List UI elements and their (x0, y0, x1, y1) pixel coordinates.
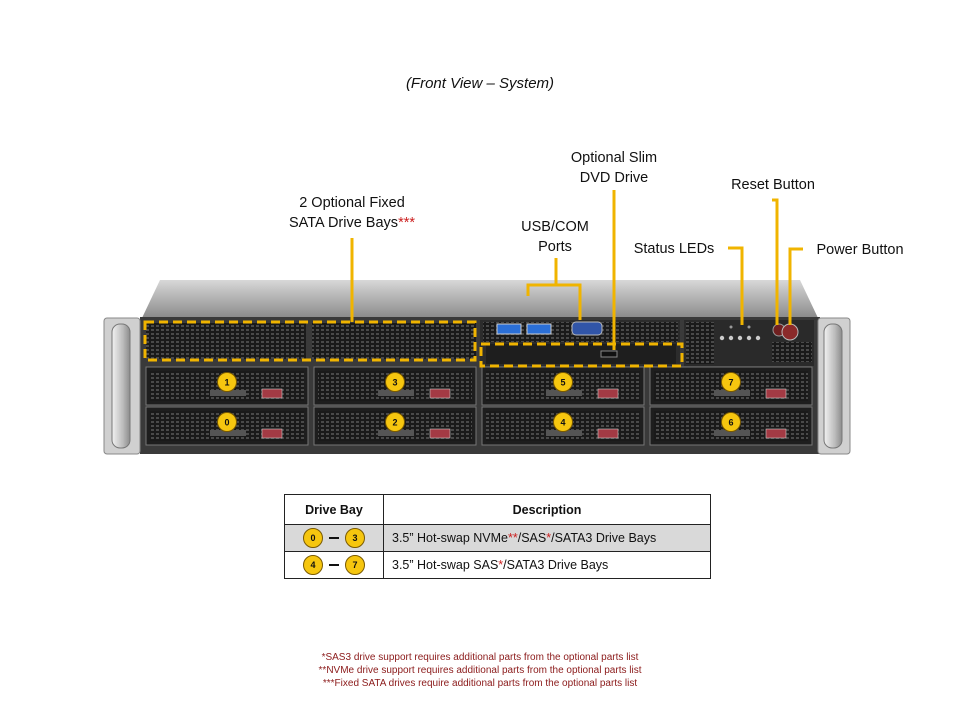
usb-port-2 (526, 323, 552, 335)
dvd-drive-slot (486, 344, 676, 364)
column-header-drive-bay: Drive Bay (284, 494, 384, 525)
drive-tray: 2 (313, 406, 477, 446)
drive-bay-number-badge (553, 372, 573, 392)
fixed-bay-left (146, 323, 306, 359)
drive-bay-number-badge (553, 412, 573, 432)
drive-bay-number-badge (721, 372, 741, 392)
bay-badge: 4 (303, 555, 323, 575)
desc-text: /SAS (517, 531, 547, 545)
bay-badge: 3 (345, 528, 365, 548)
drive-tray: 0 (145, 406, 309, 446)
column-header-description: Description (383, 494, 711, 525)
callout-dvd-line1: Optional Slim (570, 150, 658, 166)
drive-bay-number: 3 (392, 378, 397, 388)
bay-badge: 0 (303, 528, 323, 548)
left-rack-handle (103, 317, 141, 455)
drive-bay-number: 6 (728, 418, 733, 428)
right-rack-handle (817, 317, 851, 455)
callout-usb-com-ports: USB/COM Ports (500, 217, 610, 257)
range-dash (329, 564, 339, 566)
server-front-view: 1 3 5 7 0 2 4 6 (103, 190, 851, 455)
drive-bay-number-badge (721, 412, 741, 432)
fixed-bays-highlight (143, 320, 477, 362)
control-panel (684, 320, 814, 366)
callout-usb-com-line1: USB/COM (521, 219, 589, 235)
usb-port-1 (496, 323, 522, 335)
drive-tray: 5 (481, 366, 645, 406)
callout-leader-lines (350, 190, 803, 350)
table-header-row: Drive Bay Description (284, 494, 711, 525)
status-led (737, 335, 743, 341)
footnote-fixed-sata: ***Fixed SATA drives require additional … (322, 678, 638, 689)
drive-bay-description: 3.5” Hot-swap NVMe**/SAS*/SATA3 Drive Ba… (383, 524, 711, 552)
page-title: (Front View – System) (405, 75, 555, 92)
status-led (719, 335, 725, 341)
footnotes: *SAS3 drive support requires additional … (0, 651, 960, 690)
drive-tray: 3 (313, 366, 477, 406)
callout-usb-com-line2: Ports (538, 239, 572, 255)
callout-fixed-sata-bays: 2 Optional Fixed SATA Drive Bays*** (262, 193, 442, 233)
drive-tray: 6 (649, 406, 813, 446)
bay-badge: 7 (345, 555, 365, 575)
hot-swap-drive-bays: 1 3 5 7 0 2 4 6 (145, 366, 813, 446)
footnote-nvme: **NVMe drive support requires additional… (318, 665, 642, 676)
fixed-bay-right (312, 323, 476, 359)
callout-dvd-line2: DVD Drive (579, 170, 649, 186)
drive-bay-number-badge (217, 412, 237, 432)
drive-bay-number: 0 (224, 418, 229, 428)
status-led (728, 335, 734, 341)
drive-bay-number-badge (385, 412, 405, 432)
desc-text: /SATA3 Drive Bays (503, 558, 609, 572)
desc-text: 3.5” Hot-swap NVMe (392, 531, 509, 545)
callout-fixed-sata-bays-marks: *** (398, 215, 415, 231)
status-led (746, 335, 752, 341)
drive-bay-number: 5 (560, 378, 565, 388)
dvd-highlight (479, 342, 684, 368)
callout-status-leds: Status LEDs (633, 241, 715, 257)
callout-power-button: Power Button (816, 242, 904, 258)
callout-fixed-sata-bays-text: SATA Drive Bays (289, 215, 399, 231)
drive-bay-number-badge (385, 372, 405, 392)
drive-bay-number: 1 (224, 378, 229, 388)
drive-bay-number: 2 (392, 418, 397, 428)
desc-text: 3.5” Hot-swap SAS (392, 558, 499, 572)
desc-marker: * (546, 531, 552, 545)
callout-dvd-drive: Optional Slim DVD Drive (550, 148, 678, 188)
range-dash (329, 537, 339, 539)
drive-tray: 1 (145, 366, 309, 406)
drive-bay-description: 3.5” Hot-swap SAS*/SATA3 Drive Bays (383, 551, 711, 579)
chassis-top-cover (142, 280, 818, 318)
drive-tray: 7 (649, 366, 813, 406)
drive-bay-number-badge (217, 372, 237, 392)
desc-marker: ** (508, 531, 518, 545)
callout-fixed-sata-bays-line1: 2 Optional Fixed (299, 195, 405, 211)
footnote-sas3: *SAS3 drive support requires additional … (321, 652, 639, 663)
drive-bay-number: 4 (560, 418, 565, 428)
com-port (571, 321, 603, 336)
desc-text: /SATA3 Drive Bays (551, 531, 657, 545)
drive-tray: 4 (481, 406, 645, 446)
drive-bay-number: 7 (728, 378, 733, 388)
desc-marker: * (498, 558, 504, 572)
status-led (755, 335, 761, 341)
callout-reset-button: Reset Button (731, 177, 815, 193)
power-button-shape (781, 323, 799, 341)
callout-fixed-sata-bays-line2: SATA Drive Bays*** (262, 213, 442, 233)
